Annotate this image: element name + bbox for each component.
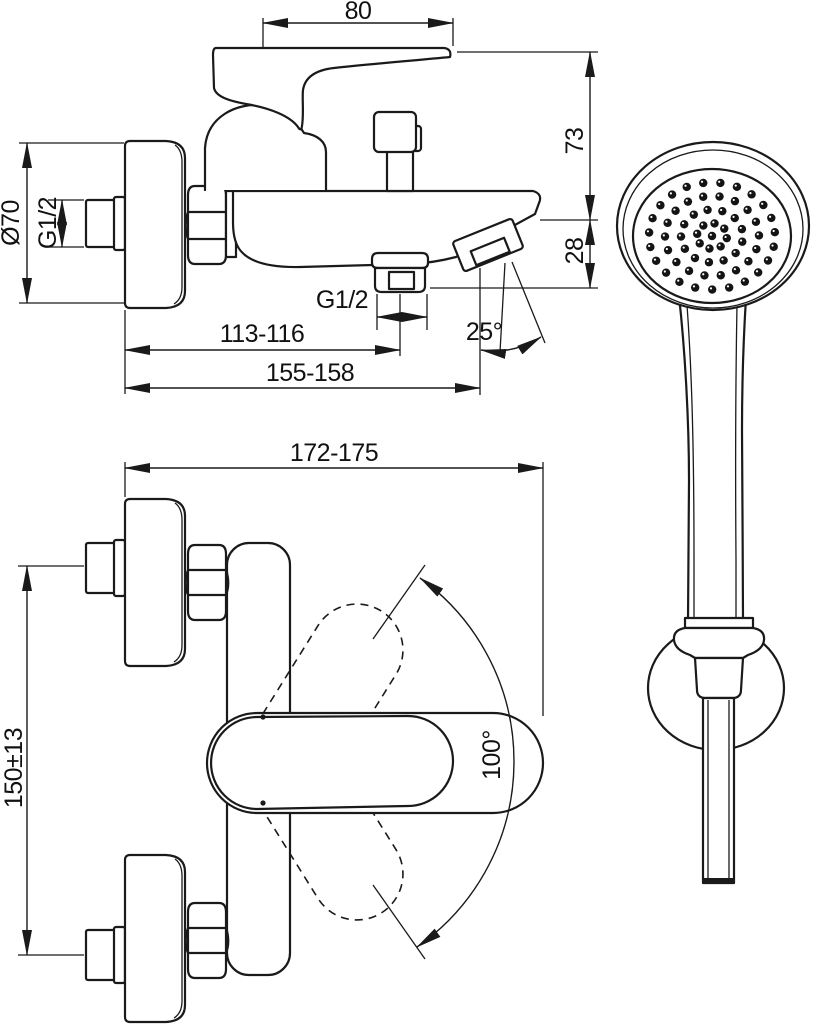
dim-inlet-thread: G1/2 — [34, 197, 84, 249]
dim-wall-to-tip-label: 155-158 — [266, 359, 354, 387]
side-cartridge-dome — [203, 103, 328, 192]
dim-overall-width-label: 172-175 — [290, 439, 378, 467]
side-view: 80 Ø70 G1/2 73 28 G1/2 — [0, 0, 598, 395]
hand-shower-hose — [701, 696, 736, 885]
front-top-inlet — [84, 497, 230, 668]
hand-shower-handle — [677, 294, 748, 624]
side-wall-flange — [123, 139, 187, 310]
dim-wall-to-outlet-label: 113-116 — [220, 320, 305, 348]
dim-height-label: 73 — [561, 128, 589, 155]
dim-overall-width: 172-175 — [124, 439, 544, 716]
front-lever-dashed-positions — [247, 603, 404, 921]
dim-outlet-angle: 25° — [466, 261, 546, 359]
side-hex-nut — [184, 184, 230, 266]
front-view: 100° 172-175 150±13 — [0, 439, 545, 1024]
dim-lever-swing: 100° — [372, 564, 515, 960]
spray-nozzle-dots — [644, 178, 780, 294]
dim-inlet-spacing: 150±13 — [0, 565, 84, 956]
dim-spout-drop-label: 28 — [561, 238, 589, 265]
dim-wall-to-outlet: 113-116 155-158 — [124, 268, 481, 395]
dim-inlet-spacing-label: 150±13 — [0, 728, 28, 808]
front-lever-handle — [205, 711, 545, 815]
dim-flange-diameter: Ø70 — [0, 142, 124, 304]
dim-outlet-thread-label: G1/2 — [316, 286, 368, 314]
dim-outlet-thread: G1/2 — [316, 286, 428, 356]
dim-outlet-angle-label: 25° — [466, 318, 502, 346]
dim-flange-diameter-label: Ø70 — [0, 200, 25, 246]
side-outlet-piece — [452, 217, 524, 273]
dim-lever-length: 80 — [262, 0, 454, 47]
side-lever-handle — [211, 46, 452, 131]
hand-shower-wall-bracket — [646, 616, 786, 752]
side-flange-contour — [173, 144, 183, 305]
dim-height-to-spout: 73 28 — [430, 51, 598, 289]
side-inlet-thread — [84, 195, 127, 252]
dim-lever-swing-label: 100° — [478, 730, 506, 780]
side-diverter-knob — [372, 110, 423, 193]
hand-shower-head — [615, 140, 811, 312]
front-bottom-inlet — [84, 853, 230, 1024]
front-hub-dot-bottom — [260, 800, 266, 806]
front-hub-dot-top — [260, 714, 266, 720]
side-bottom-outlet — [370, 251, 430, 294]
dim-inlet-thread-label: G1/2 — [34, 197, 62, 249]
hand-shower — [615, 140, 811, 885]
dim-lever-length-label: 80 — [345, 0, 372, 25]
